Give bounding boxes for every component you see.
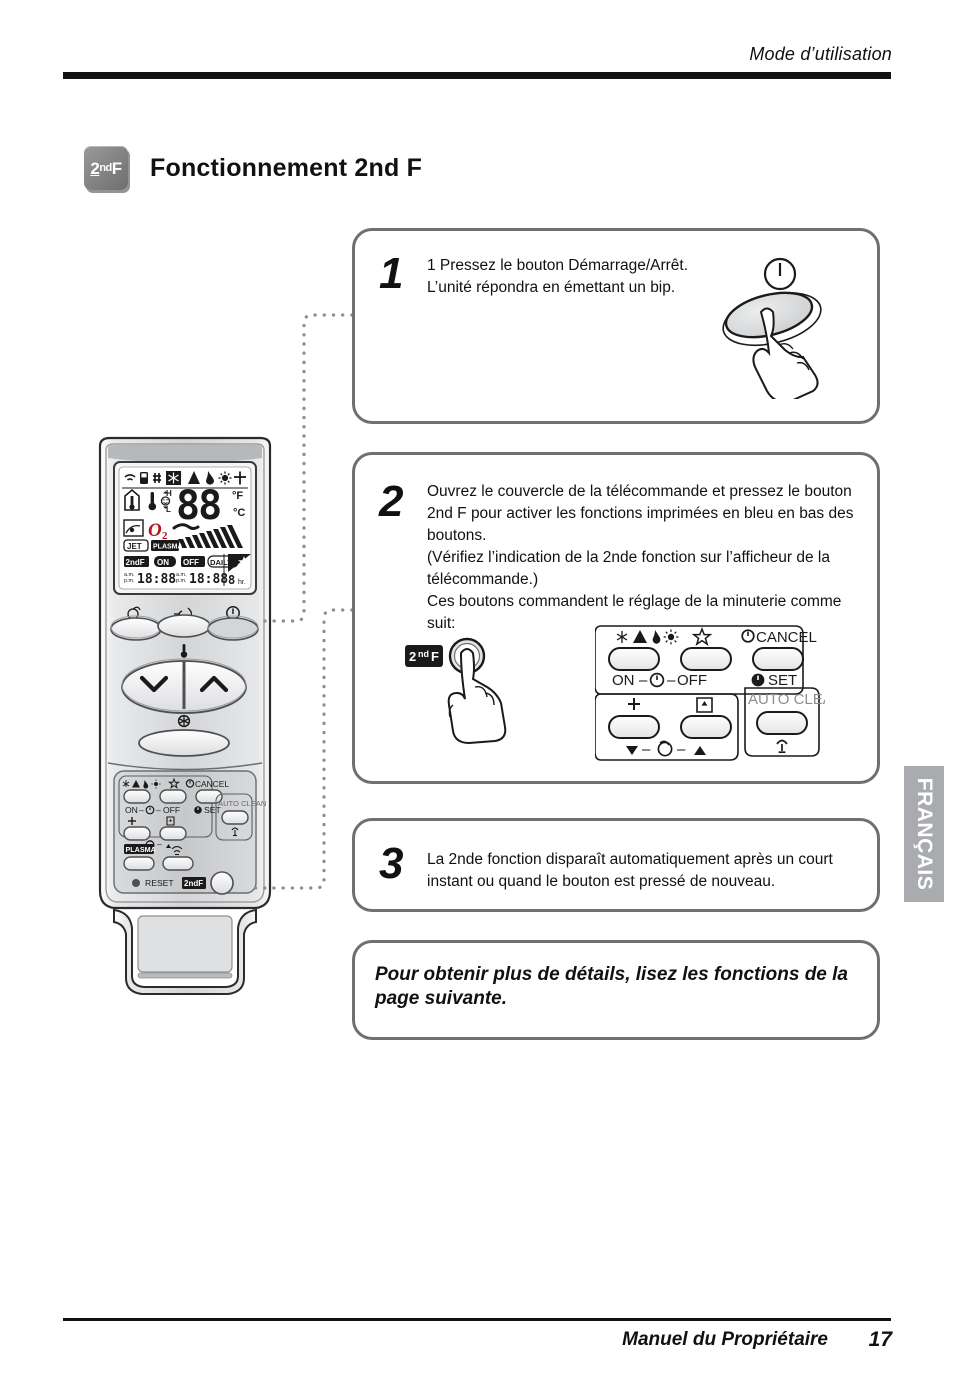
step-1-number: 1 bbox=[379, 249, 404, 298]
page-header-eyebrow: Mode d’utilisation bbox=[749, 44, 892, 64]
svg-text:ON: ON bbox=[612, 672, 635, 689]
step-1-box: 1 1 Pressez le bouton Démarrage/Arrêt. L… bbox=[352, 228, 880, 424]
svg-text:88: 88 bbox=[176, 483, 220, 529]
svg-text:CANCEL: CANCEL bbox=[195, 779, 229, 789]
step-2-box: 2 Ouvrez le couvercle de la télécommande… bbox=[352, 452, 880, 784]
svg-text:2ndF: 2ndF bbox=[184, 879, 203, 888]
svg-text:CANCEL: CANCEL bbox=[756, 629, 817, 646]
svg-text:p.m.: p.m. bbox=[124, 578, 134, 584]
svg-text:–: – bbox=[157, 839, 162, 849]
svg-text:ON: ON bbox=[125, 805, 138, 815]
footer-manual-label: Manuel du Propriétaire bbox=[622, 1329, 828, 1350]
svg-text:–: – bbox=[677, 741, 686, 758]
svg-text:–: – bbox=[139, 805, 144, 815]
svg-text:–: – bbox=[667, 672, 676, 689]
svg-text:JET: JET bbox=[127, 542, 142, 551]
svg-text:18:88: 18:88 bbox=[137, 572, 176, 587]
svg-text:hr.: hr. bbox=[238, 579, 246, 586]
svg-text:PLASMA: PLASMA bbox=[126, 845, 156, 854]
second-f-chip-tail: F bbox=[111, 158, 122, 178]
svg-text:RESET: RESET bbox=[145, 878, 174, 888]
svg-text:a.m.: a.m. bbox=[124, 572, 134, 578]
remote-control-illustration: H L 88 °F °C O 2 JET bbox=[70, 436, 300, 1006]
footer-divider-rule bbox=[63, 1318, 891, 1321]
second-f-chip-main: 2 bbox=[90, 158, 100, 178]
svg-text:2: 2 bbox=[162, 530, 168, 542]
step-3-box: 3 La 2nde fonction disparaît automatique… bbox=[352, 818, 880, 912]
note-box: Pour obtenir plus de détails, lisez les … bbox=[352, 940, 880, 1040]
svg-text:AUTO CLEAN: AUTO CLEAN bbox=[218, 799, 266, 808]
svg-text:8: 8 bbox=[228, 573, 235, 587]
svg-text:nd: nd bbox=[418, 649, 429, 659]
step-2-number: 2 bbox=[379, 477, 404, 526]
svg-text:°F: °F bbox=[232, 490, 243, 502]
second-f-chip-sup: nd bbox=[99, 161, 112, 174]
callout-connector-lines bbox=[250, 290, 380, 930]
timer-button-panel-callout: CANCEL ON – – OFF SET – – AUTO CLEAN bbox=[594, 620, 844, 765]
svg-text:a.m.: a.m. bbox=[176, 572, 186, 578]
second-f-press-illustration: 2 nd F bbox=[403, 635, 533, 765]
svg-text:p.m.: p.m. bbox=[176, 578, 186, 584]
svg-text:–: – bbox=[639, 672, 648, 689]
svg-text:O: O bbox=[148, 520, 162, 541]
svg-text:PLASMA: PLASMA bbox=[153, 544, 183, 551]
svg-text:OFF: OFF bbox=[183, 558, 199, 567]
step-3-text: La 2nde fonction disparaît automatiqueme… bbox=[427, 851, 833, 890]
svg-text:–: – bbox=[156, 805, 161, 815]
language-tab-label: FRANÇAIS bbox=[913, 777, 936, 891]
step-1-text: 1 Pressez le bouton Démarrage/Arrêt. L’u… bbox=[427, 257, 689, 296]
note-text: Pour obtenir plus de détails, lisez les … bbox=[375, 964, 848, 1010]
power-button-press-illustration bbox=[717, 249, 867, 403]
svg-text:2ndF: 2ndF bbox=[126, 558, 145, 567]
svg-text:2: 2 bbox=[409, 649, 416, 664]
header-divider-rule bbox=[63, 72, 891, 79]
step-2-text: Ouvrez le couvercle de la télécommande e… bbox=[427, 483, 854, 632]
footer-page-number: 17 bbox=[868, 1328, 892, 1351]
svg-text:SET: SET bbox=[768, 672, 797, 689]
svg-text:OFF: OFF bbox=[163, 805, 180, 815]
svg-text:ON: ON bbox=[157, 558, 169, 567]
svg-text:AUTO CLEAN: AUTO CLEAN bbox=[748, 691, 825, 708]
svg-text:°C: °C bbox=[233, 507, 245, 519]
svg-text:18:88: 18:88 bbox=[189, 572, 228, 587]
page-title: Fonctionnement 2nd F bbox=[150, 153, 423, 182]
svg-text:OFF: OFF bbox=[677, 672, 707, 689]
language-tab-francais: FRANÇAIS bbox=[904, 766, 944, 902]
svg-text:H: H bbox=[166, 489, 172, 498]
svg-text:DAILY: DAILY bbox=[210, 558, 232, 567]
svg-text:SET: SET bbox=[204, 805, 221, 815]
svg-text:–: – bbox=[642, 741, 651, 758]
svg-text:L: L bbox=[166, 505, 171, 514]
svg-text:F: F bbox=[431, 649, 439, 664]
step-3-number: 3 bbox=[379, 839, 404, 888]
